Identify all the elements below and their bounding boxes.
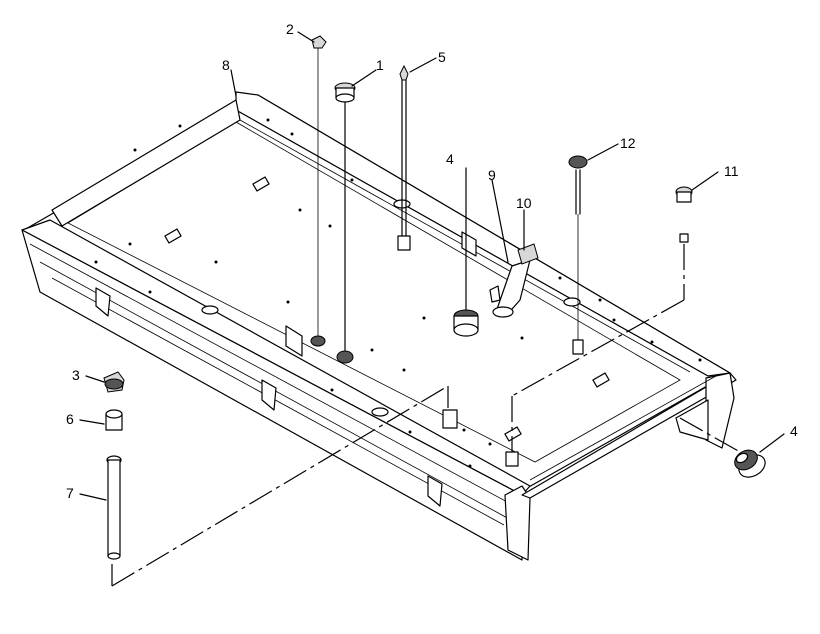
gusset-2 (261, 379, 277, 411)
front-beam-end-cap (504, 485, 531, 561)
callout-labels: 2 1 5 8 4 9 10 12 11 3 6 7 4 (66, 21, 798, 501)
callout-2: 2 (286, 21, 294, 37)
part-4-mount-right (679, 417, 766, 478)
gusset-1 (95, 287, 111, 317)
callout-leaders (79, 31, 785, 501)
callout-8: 8 (222, 57, 230, 73)
part-3-6-7-stack (103, 371, 458, 587)
part-11-plug (505, 186, 693, 467)
right-rear-beam (521, 372, 737, 499)
part-4-mount-top (453, 171, 479, 337)
right-beam-end (705, 372, 735, 449)
callout-3: 3 (72, 367, 80, 383)
callout-1: 1 (376, 57, 384, 73)
callout-9: 9 (488, 167, 496, 183)
callout-4-right: 4 (790, 423, 798, 439)
callout-6: 6 (66, 411, 74, 427)
part-9-elbow (489, 243, 539, 318)
part-5-bolt (397, 64, 411, 251)
part-1-plug (334, 82, 356, 364)
gusset-3 (427, 475, 443, 507)
main-frame (21, 91, 737, 561)
callout-7: 7 (66, 485, 74, 501)
left-end-rail (51, 99, 241, 227)
part-2-fitting (310, 35, 327, 347)
callout-4-top: 4 (446, 151, 454, 167)
callout-11: 11 (724, 163, 739, 179)
part-12-cap (568, 155, 588, 355)
callout-12: 12 (620, 135, 636, 151)
callout-5: 5 (438, 49, 446, 65)
callout-10: 10 (516, 195, 532, 211)
